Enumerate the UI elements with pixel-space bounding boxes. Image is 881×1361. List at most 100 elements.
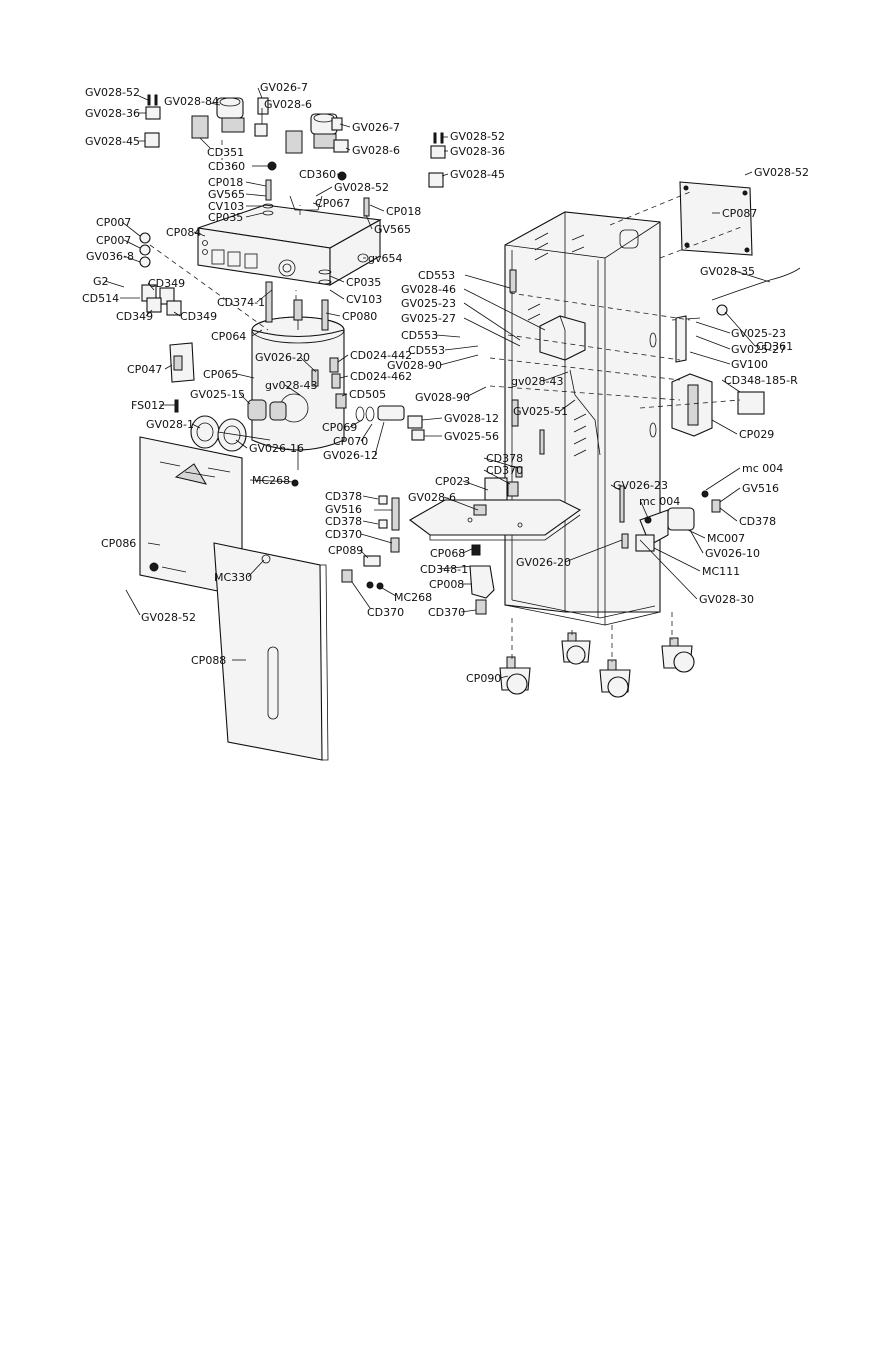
label-g2: G2 <box>93 275 109 288</box>
label-cp018: CP018 <box>208 176 243 189</box>
label-gv026-20: GV026-20 <box>255 351 310 364</box>
label-gv516: GV516 <box>742 482 779 495</box>
label-gv028-52: GV028-52 <box>334 181 389 194</box>
label-cd024-442: CD024-442 <box>350 349 412 362</box>
label-cd349: CD349 <box>180 310 217 323</box>
label-gv028-36: GV028-36 <box>85 107 140 120</box>
boiler-fittings <box>311 357 425 441</box>
label-cd374-1: CD374-1 <box>217 296 265 309</box>
label-gv028-43: gv028-43 <box>265 379 317 392</box>
label-cd370: CD370 <box>486 464 523 477</box>
label-cp065: CP065 <box>203 368 238 381</box>
switches <box>141 284 182 316</box>
pump-shelf <box>409 466 582 615</box>
label-gv026-12: GV026-12 <box>323 449 378 462</box>
label-cp035: CP035 <box>346 276 381 289</box>
label-cd370: CD370 <box>325 528 362 541</box>
cabinet-components <box>509 267 801 456</box>
label-cd378: CD378 <box>325 490 362 503</box>
label-cp047: CP047 <box>127 363 162 376</box>
centre-small-parts <box>174 399 400 590</box>
label-gv026-16: GV026-16 <box>249 442 304 455</box>
label-cp007: CP007 <box>96 216 131 229</box>
label-gv028-84: GV028-84 <box>164 95 219 108</box>
label-gv028-90: GV028-90 <box>415 391 470 404</box>
label-fs012: FS012 <box>131 399 165 412</box>
label-cp087: CP087 <box>722 207 757 220</box>
label-gv025-15: GV025-15 <box>190 388 245 401</box>
explode-lines <box>149 140 745 662</box>
label-cd348-1: CD348-1 <box>420 563 468 576</box>
label-cp007: CP007 <box>96 234 131 247</box>
control-box <box>197 204 382 286</box>
label-cd378: CD378 <box>486 452 523 465</box>
back-panel <box>679 181 753 256</box>
label-gv565: GV565 <box>208 188 245 201</box>
label-cd024-462: CD024-462 <box>350 370 412 383</box>
label-mc004: mc 004 <box>639 495 680 508</box>
label-cp064: CP064 <box>211 330 246 343</box>
label-cd370: CD370 <box>367 606 404 619</box>
label-cp029: CP029 <box>739 428 774 441</box>
part-labels: GV028-52 GV028-36 GV028-45 GV028-84 GV02… <box>82 81 809 685</box>
label-cp090: CP090 <box>466 672 501 685</box>
label-cp086: CP086 <box>101 537 136 550</box>
label-gv100: GV100 <box>731 358 768 371</box>
label-gv028-6: GV028-6 <box>264 98 312 111</box>
small-hardware <box>139 94 446 285</box>
label-gv028-46: GV028-46 <box>401 283 456 296</box>
label-cp070: CP070 <box>333 435 368 448</box>
label-mc268: MC268 <box>394 591 432 604</box>
label-cd514: CD514 <box>82 292 119 305</box>
label-mc330: MC330 <box>214 571 252 584</box>
label-gv036-8: GV036-8 <box>86 250 134 263</box>
label-gv028-35: GV028-35 <box>700 265 755 278</box>
label-cp067: CP067 <box>315 197 350 210</box>
label-gv028-52: GV028-52 <box>754 166 809 179</box>
label-mc268: MC268 <box>252 474 290 487</box>
label-cp008: CP008 <box>429 578 464 591</box>
label-cd378: CD378 <box>739 515 776 528</box>
label-mc004: mc 004 <box>742 462 783 475</box>
label-cd351: CD351 <box>207 146 244 159</box>
label-cd553: CD553 <box>408 344 445 357</box>
cup-warmer <box>169 342 195 383</box>
label-cp023: CP023 <box>435 475 470 488</box>
group-heads <box>190 399 287 452</box>
label-cp088: CP088 <box>191 654 226 667</box>
label-gv025-27: GV025-27 <box>731 343 786 356</box>
casters <box>499 632 695 698</box>
label-gv028-30: GV028-30 <box>699 593 754 606</box>
label-gv026-10: GV026-10 <box>705 547 760 560</box>
label-cp068: CP068 <box>430 547 465 560</box>
leader-lines <box>104 87 771 679</box>
label-cd348-185-r: CD348-185-R <box>724 374 798 387</box>
label-gv025-56: GV025-56 <box>444 430 499 443</box>
label-cd370: CD370 <box>428 606 465 619</box>
label-mc007: MC007 <box>707 532 745 545</box>
label-gv028-12: GV028-12 <box>444 412 499 425</box>
label-cp018: CP018 <box>386 205 421 218</box>
label-gv025-23: GV025-23 <box>731 327 786 340</box>
label-cd378: CD378 <box>325 515 362 528</box>
label-cd360: CD360 <box>299 168 336 181</box>
label-cd553: CD553 <box>418 269 455 282</box>
label-gv025-23: GV025-23 <box>401 297 456 310</box>
label-gv026-23: GV026-23 <box>613 479 668 492</box>
label-gv028-6: GV028-6 <box>408 491 456 504</box>
label-gv516: GV516 <box>325 503 362 516</box>
label-cd349: CD349 <box>116 310 153 323</box>
label-cd349: CD349 <box>148 277 185 290</box>
label-cp080: CP080 <box>342 310 377 323</box>
solenoid-valves <box>191 97 349 154</box>
label-gv028-52: GV028-52 <box>85 86 140 99</box>
label-gv028-1: GV028-1 <box>146 418 194 431</box>
label-cd360: CD360 <box>208 160 245 173</box>
label-gv026-20: GV026-20 <box>516 556 571 569</box>
label-gv654: gv654 <box>368 252 403 265</box>
label-cp084: CP084 <box>166 226 201 239</box>
label-gv028-52: GV028-52 <box>141 611 196 624</box>
label-gv565: GV565 <box>374 223 411 236</box>
label-gv026-7: GV026-7 <box>352 121 400 134</box>
